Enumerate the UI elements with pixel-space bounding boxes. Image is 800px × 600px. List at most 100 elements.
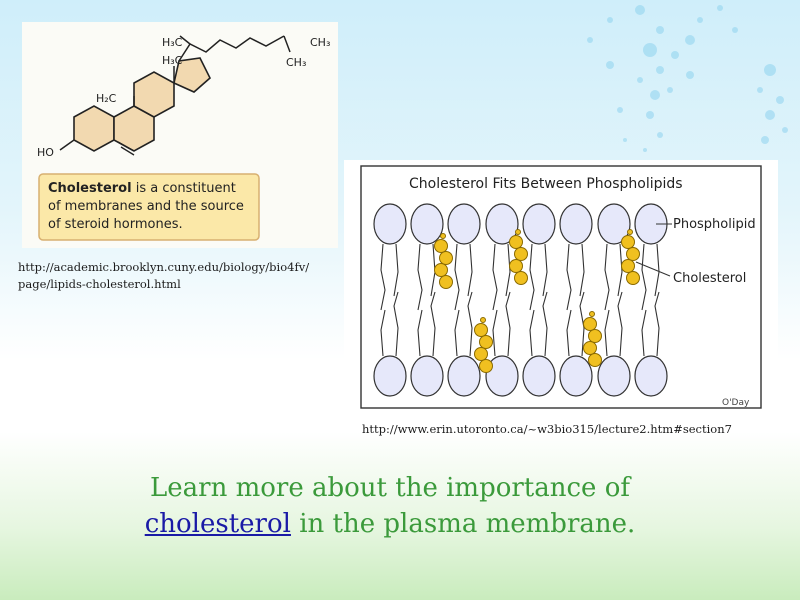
phospholipid-tail [529,309,535,357]
membrane-diagram-figure: Cholesterol Fits Between Phospholipids P… [344,160,778,414]
phospholipid-tail [641,309,647,357]
cholesterol-ring [434,263,448,277]
cholesterol-hydroxyl [589,311,595,317]
phospholipid-tail [393,243,399,297]
phospholipid-tail [604,309,610,357]
cholesterol-ring [514,247,528,261]
ho-label: HO [37,146,54,159]
phospholipid-tail [604,243,610,311]
phospholipid-head-top [485,203,519,245]
cholesterol-ring [583,341,597,355]
cholesterol-ring [621,259,635,273]
credit-label: O'Day [722,398,750,408]
phospholipid-head-top [522,203,556,245]
methyl-label-top: H₃C [162,36,183,49]
phospholipid-tail [467,243,473,297]
phospholipid-head-bottom [447,355,481,397]
phospholipid-tail [492,309,498,357]
phospholipid-tail [542,291,548,357]
figure1-source-caption: http://academic.brooklyn.cuny.edu/biolog… [18,259,348,293]
cholesterol-ring [514,271,528,285]
cholesterol-ring [439,251,453,265]
phospholipid-tail [430,291,436,357]
cholesterol-ring [479,359,493,373]
cholesterol-ring [626,271,640,285]
phospholipid-tail [654,291,660,357]
caption-bold-word: Cholesterol [48,181,132,196]
figure1-url-line2: page/lipids-cholesterol.html [18,277,181,291]
phospholipid-tail [393,291,399,357]
cholesterol-ring [588,329,602,343]
phospholipid-label: Phospholipid [673,217,756,232]
cholesterol-hydroxyl [480,317,486,323]
phospholipid-tail [454,243,460,311]
phospholipid-tail [566,309,572,357]
phospholipid-head-top [597,203,631,245]
main-text-block: Learn more about the importance of chole… [120,470,660,542]
phospholipid-head-bottom [597,355,631,397]
phospholipid-tail [579,291,585,357]
cholesterol-ring [474,323,488,337]
caption-line-1: is a constituent [132,181,236,196]
cholesterol-link[interactable]: cholesterol [144,509,291,539]
phospholipid-tail [641,243,647,311]
cholesterol-ring [434,239,448,253]
phospholipid-tail [617,291,623,357]
phospholipid-head-bottom [634,355,668,397]
cholesterol-structure-figure: H₃C H₃C CH₃ CH₃ H₂C HO Cholesterol is a … [22,22,338,248]
phospholipid-tail [380,309,386,357]
phospholipid-tail [417,243,423,311]
cholesterol-label: Cholesterol [673,271,746,286]
cholesterol-hydroxyl [627,229,633,235]
caption-line-2: of membranes and the source [48,199,244,214]
upper-leaflet [373,203,668,311]
figure2-source-caption: http://www.erin.utoronto.ca/~w3bio315/le… [362,422,732,436]
phospholipid-tail [505,243,511,297]
main-text-line2-rest: in the plasma membrane. [290,509,636,539]
phospholipid-head-bottom [559,355,593,397]
cholesterol-hydroxyl [515,229,521,235]
ch3-label-bottom: CH₃ [286,56,306,69]
phospholipid-tail [505,291,511,357]
diagram-title: Cholesterol Fits Between Phospholipids [409,176,683,192]
diagram-frame [360,165,762,409]
svg-text:Cholesterol is a constituent: Cholesterol is a constituent [48,181,236,196]
phospholipid-tail [380,243,386,311]
cholesterol-ring [621,235,635,249]
phospholipid-head-top [447,203,481,245]
cholesterol-ring [479,335,493,349]
figure1-url-line1: http://academic.brooklyn.cuny.edu/biolog… [18,260,310,274]
ring-d [173,57,211,93]
ch3-label-right: CH₃ [310,36,330,49]
phospholipid-tail [579,243,585,297]
cholesterol-ring [509,259,523,273]
methyl-label-mid: H₃C [162,54,183,67]
phospholipid-tail [617,243,623,297]
cholesterol-ring [626,247,640,261]
phospholipid-head-top [410,203,444,245]
phospholipid-head-bottom [373,355,407,397]
lower-leaflet [373,291,668,397]
phospholipid-tail [454,309,460,357]
phospholipid-head-top [373,203,407,245]
cholesterol-structure-diagram: H₃C H₃C CH₃ CH₃ H₂C HO Cholesterol is a … [22,22,338,248]
phospholipid-head-top [559,203,593,245]
cholesterol-molecules [434,229,640,373]
phospholipid-tail [492,243,498,311]
phospholipid-head-bottom [410,355,444,397]
cholesterol-ring [474,347,488,361]
phospholipid-tail [566,243,572,311]
cholesterol-ring [588,353,602,367]
main-text-line1: Learn more about the importance of [150,473,630,503]
membrane-diagram: Cholesterol Fits Between Phospholipids P… [344,160,778,414]
phospholipid-head-bottom [485,355,519,397]
phospholipid-tail [417,309,423,357]
phospholipid-tail [467,291,473,357]
cholesterol-ring [439,275,453,289]
cholesterol-hydroxyl [440,233,446,239]
cholesterol-ring [583,317,597,331]
h2c-label: H₂C [96,92,117,105]
caption-line-3: of steroid hormones. [48,217,183,232]
phospholipid-tail [529,243,535,311]
caption-box [38,173,260,241]
